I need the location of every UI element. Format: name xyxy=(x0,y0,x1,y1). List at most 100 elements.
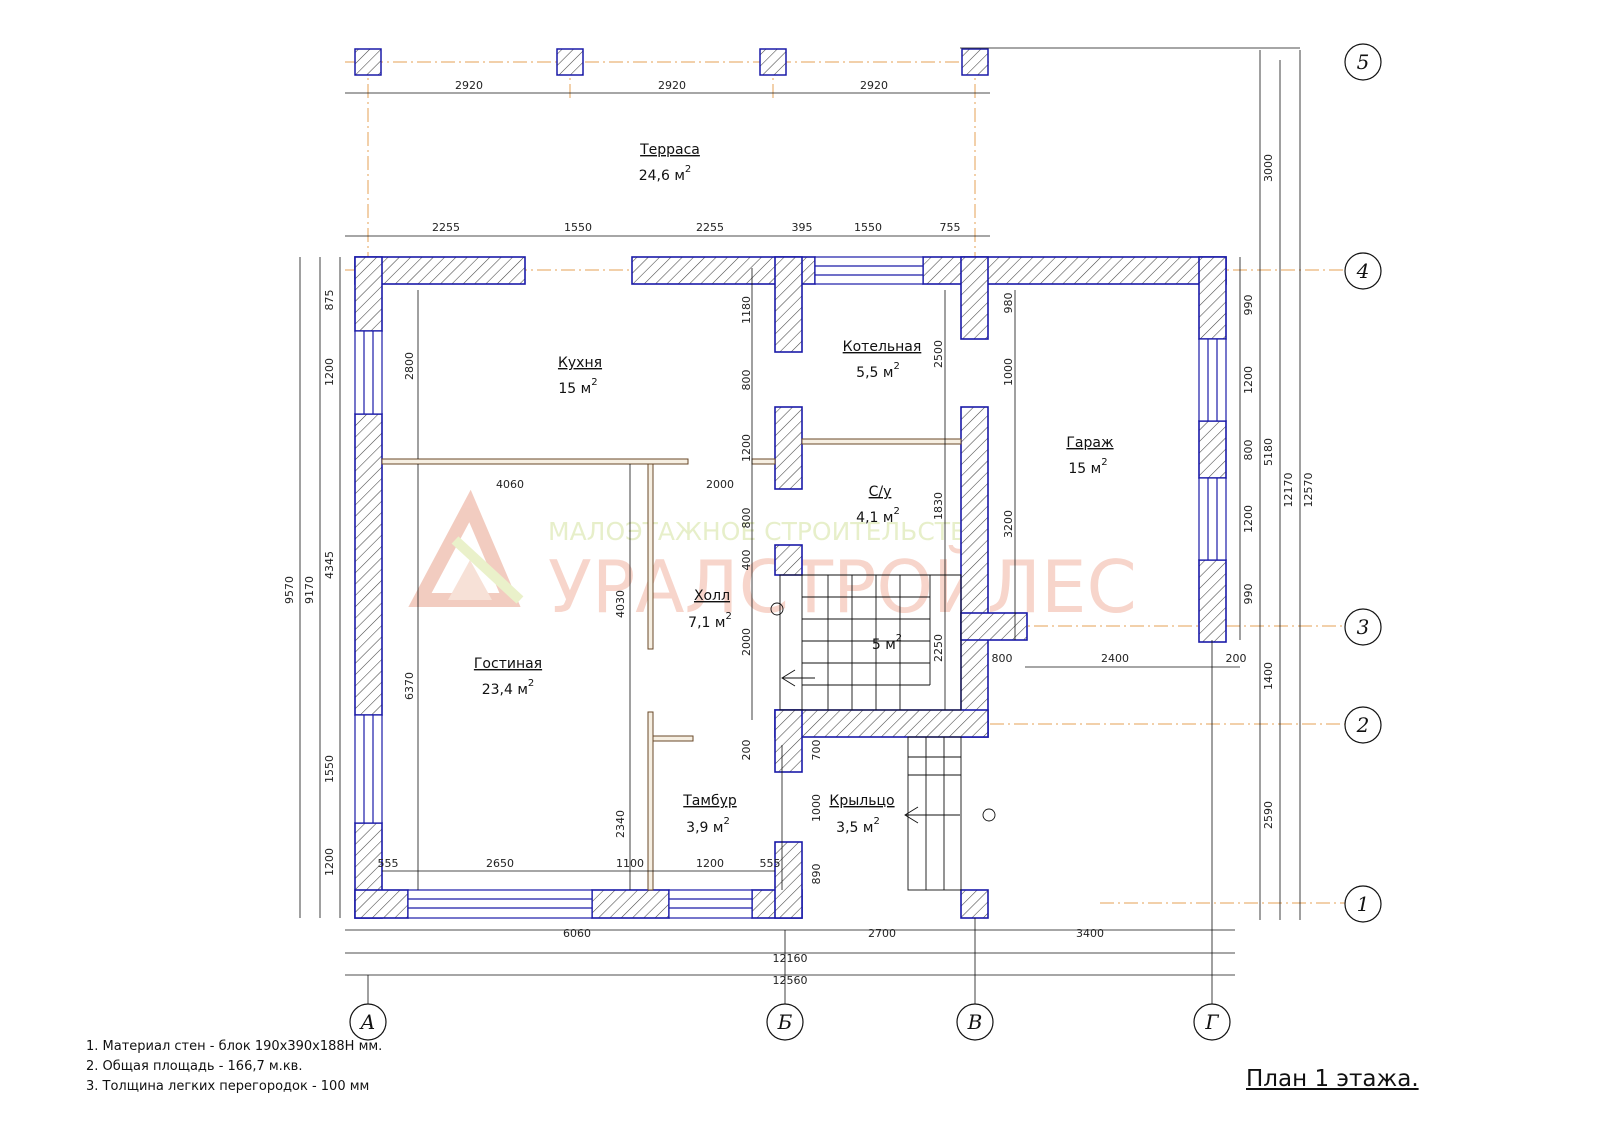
dim-text: 800 xyxy=(740,508,753,529)
wall-b-low xyxy=(774,544,803,576)
dim-text: 2250 xyxy=(932,634,945,662)
room-living-area: 23,4 м2 xyxy=(482,678,535,698)
dim-text: 200 xyxy=(1226,652,1247,665)
dim-text: 2255 xyxy=(696,221,724,234)
dim-text: 4030 xyxy=(614,590,627,618)
room-vestibule-area: 3,9 м2 xyxy=(686,816,730,836)
terrace-columns xyxy=(354,48,989,76)
room-boiler-area: 5,5 м2 xyxy=(856,361,900,381)
dim-text: 4345 xyxy=(323,551,336,579)
dim-text: 990 xyxy=(1242,295,1255,316)
dim-text: 6060 xyxy=(563,927,591,940)
room-hall-area: 7,1 м2 xyxy=(688,611,732,631)
dim-text: 2400 xyxy=(1101,652,1129,665)
axis-markers xyxy=(349,43,1382,1041)
axis-marker-3 xyxy=(1344,608,1382,646)
axis-label-3: 3 xyxy=(1357,615,1370,639)
dim-text: 5180 xyxy=(1262,438,1275,466)
room-terrace-name: Терраса xyxy=(639,142,700,158)
dim-text: 2500 xyxy=(932,340,945,368)
dim-text: 6370 xyxy=(403,672,416,700)
drawing-notes: 1. Материал стен - блок 190х390х188Н мм.… xyxy=(86,1037,382,1097)
dim-text: 875 xyxy=(323,290,336,311)
dim-text: 1550 xyxy=(854,221,882,234)
wall-bottom-mid xyxy=(591,889,670,919)
dim-text: 800 xyxy=(992,652,1013,665)
dim-text: 400 xyxy=(740,550,753,571)
axis-marker-A xyxy=(349,1003,387,1041)
dim-text: 990 xyxy=(1242,584,1255,605)
wall-porch-col xyxy=(960,889,989,919)
wall-porch-left-low xyxy=(774,841,803,919)
axis-label-A: А xyxy=(358,1010,375,1034)
wall-porch-top xyxy=(774,709,989,738)
dim-text: 2700 xyxy=(868,927,896,940)
room-vestibule-name: Тамбур xyxy=(682,793,737,809)
wall-bottom-left xyxy=(354,889,409,919)
wall-porch-left xyxy=(774,709,803,773)
dim-text: 3200 xyxy=(1002,510,1015,538)
dim-text: 9170 xyxy=(303,576,316,604)
watermark-brand: УРАЛСТРОЙЛЕС xyxy=(548,545,1137,629)
wall-v-upper xyxy=(960,256,989,340)
axis-label-V: В xyxy=(967,1010,983,1034)
room-wc-area: 4,1 м2 xyxy=(856,506,900,526)
dim-text: 12170 xyxy=(1282,473,1295,508)
dim-text: 2920 xyxy=(860,79,888,92)
dim-text: 1100 xyxy=(616,857,644,870)
dim-text: 1400 xyxy=(1262,662,1275,690)
axis-marker-5 xyxy=(1344,43,1382,81)
dim-text: 1550 xyxy=(323,755,336,783)
room-wc-name: С/у xyxy=(869,484,892,500)
dimension-lines xyxy=(299,47,1301,1010)
axis-marker-4 xyxy=(1344,252,1382,290)
room-garage-area: 15 м2 xyxy=(1068,457,1107,477)
dim-text: 1550 xyxy=(564,221,592,234)
dim-text: 2255 xyxy=(432,221,460,234)
axis-marker-G xyxy=(1193,1003,1231,1041)
dim-text: 2800 xyxy=(403,352,416,380)
dim-text: 1200 xyxy=(740,434,753,462)
room-porch-name: Крыльцо xyxy=(829,793,894,809)
dimension-texts-vertical: 3000 12170 12570 5180 1400 2590 990 1200… xyxy=(283,154,1315,885)
room-living-name: Гостиная xyxy=(474,656,542,672)
dim-text: 12560 xyxy=(773,974,808,987)
dim-text: 1000 xyxy=(810,794,823,822)
dim-text: 1200 xyxy=(696,857,724,870)
wall-b-mid xyxy=(774,406,803,490)
light-partitions xyxy=(381,438,962,891)
staircase xyxy=(770,574,996,891)
axis-labels: А Б В Г 5 4 3 2 1 xyxy=(358,50,1369,1034)
wall-b-upper xyxy=(774,256,803,353)
dim-text: 555 xyxy=(760,857,781,870)
dim-text: 2920 xyxy=(455,79,483,92)
dim-text: 800 xyxy=(1242,440,1255,461)
dim-text: 700 xyxy=(810,740,823,761)
note-3: 3. Толщина легких перегородок - 100 мм xyxy=(86,1079,370,1094)
dim-text: 1200 xyxy=(1242,505,1255,533)
axis-label-1: 1 xyxy=(1357,892,1370,916)
room-porch-area: 3,5 м2 xyxy=(836,816,880,836)
wall-left-2 xyxy=(354,413,383,716)
axis-label-G: Г xyxy=(1204,1010,1219,1034)
watermark-tagline: МАЛОЭТАЖНОЕ СТРОИТЕЛЬСТВО xyxy=(548,517,987,546)
room-terrace-area: 24,6 м2 xyxy=(639,164,692,184)
dim-text: 555 xyxy=(378,857,399,870)
wall-right-2 xyxy=(1198,420,1227,479)
dim-text: 980 xyxy=(1002,293,1015,314)
axis-label-B: Б xyxy=(777,1010,793,1034)
dim-text: 2000 xyxy=(740,628,753,656)
axis-marker-1 xyxy=(1344,885,1382,923)
room-stairs-area: 5 м2 xyxy=(872,633,902,653)
wall-garage-stub xyxy=(960,612,1028,641)
room-kitchen-area: 15 м2 xyxy=(558,377,597,397)
dim-text: 4060 xyxy=(496,478,524,491)
dim-text: 12160 xyxy=(773,952,808,965)
dim-text: 2000 xyxy=(706,478,734,491)
dim-text: 800 xyxy=(740,370,753,391)
dim-text: 1200 xyxy=(323,848,336,876)
dim-text: 1830 xyxy=(932,492,945,520)
dim-text: 1180 xyxy=(740,296,753,324)
windows xyxy=(354,256,1227,919)
